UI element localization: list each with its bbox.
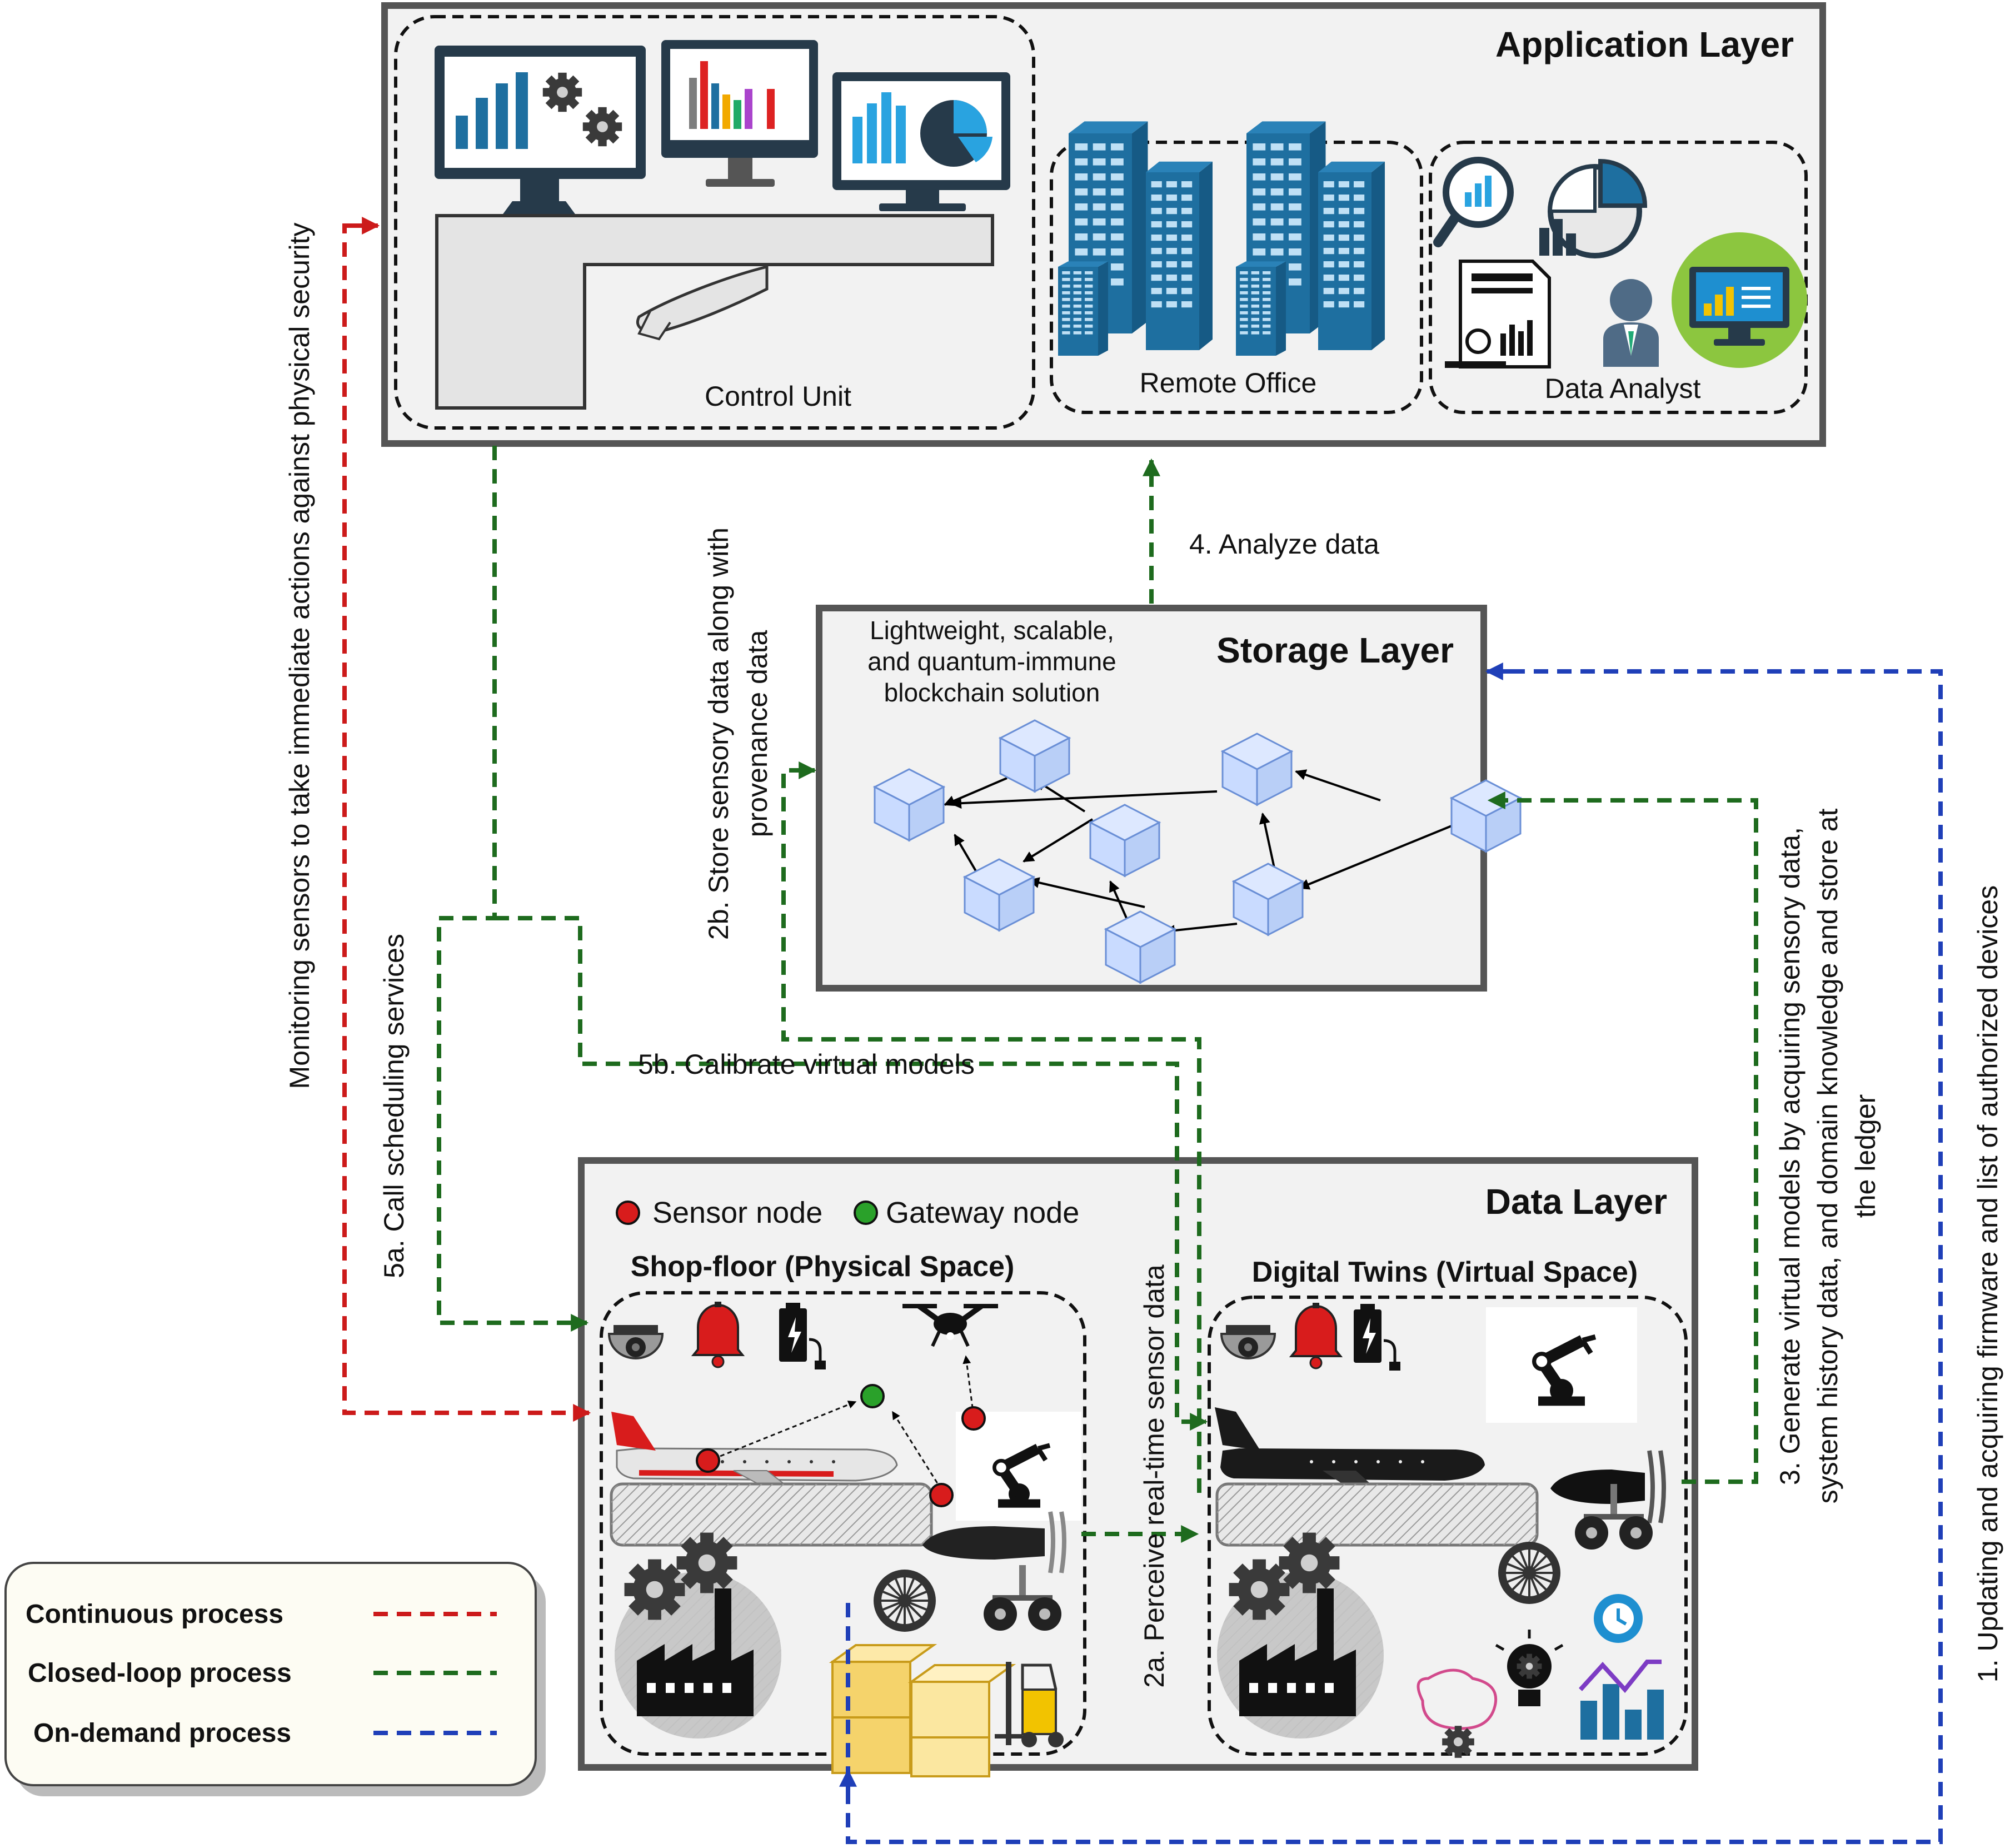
analyst-dashboard-icon: [1672, 232, 1807, 368]
gateway-node-marker: [854, 1201, 878, 1225]
control-unit-monitor-3: [832, 72, 1010, 211]
remote-office-group: Remote Office: [1050, 121, 1423, 414]
conveyor-belt-icon: [610, 1482, 933, 1547]
control-unit-group: Control Unit: [394, 15, 1035, 430]
conveyor-belt-icon: [1215, 1482, 1539, 1547]
sensor-node-marker: [616, 1201, 640, 1225]
analyst-avatar: [1603, 279, 1659, 367]
remote-office-label: Remote Office: [1140, 367, 1317, 399]
application-layer-title: Application Layer: [1495, 24, 1794, 64]
forklift-icon: [995, 1662, 1064, 1747]
perceive-label: 2a. Perceive real-time sensor data: [1139, 1264, 1170, 1688]
generate-label-2: system history data, and domain knowledg…: [1812, 809, 1843, 1504]
legend-closed-loop-label: Closed-loop process: [28, 1658, 292, 1688]
gateway-node: [860, 1384, 885, 1408]
control-unit-desk: [435, 214, 994, 410]
idea-bulb-icon: [1495, 1630, 1564, 1706]
storage-description-line-1: Lightweight, scalable,: [870, 616, 1114, 645]
call-scheduling-label: 5a. Call scheduling services: [378, 934, 410, 1278]
storage-layer: Storage Layer Lightweight, scalable, and…: [816, 605, 1522, 992]
ai-brain-icon: [1417, 1668, 1498, 1758]
robot-arm-icon: [1486, 1307, 1637, 1423]
monitoring-flow: [342, 223, 591, 1422]
storage-boxes-icon: [829, 1644, 1016, 1777]
report-document-icon: [1445, 260, 1551, 368]
call-scheduling-flow: [437, 446, 589, 1332]
control-unit-label: Control Unit: [705, 381, 851, 412]
store-sensory-label-1: 2b. Store sensory data along with: [703, 527, 734, 940]
generate-label-3: the ledger: [1850, 1094, 1881, 1218]
sensor-node: [696, 1448, 720, 1473]
process-legend: Continuous process Closed-loop process O…: [4, 1562, 546, 1796]
data-layer-title: Data Layer: [1485, 1182, 1667, 1222]
data-layer: Data Layer Sensor node Gateway node Shop…: [578, 1157, 1698, 1777]
flow-arrows: [342, 217, 1943, 1844]
engine-part-icon: [1550, 1450, 1666, 1523]
updating-label: 1. Updating and acquiring firmware and l…: [1972, 885, 2003, 1682]
magnifier-icon: [1433, 157, 1514, 247]
physical-space-title: Shop-floor (Physical Space): [631, 1251, 1015, 1283]
calibrate-label: 5b. Calibrate virtual models: [638, 1049, 975, 1080]
node-legend: Sensor node Gateway node: [616, 1196, 1079, 1229]
storage-description: Lightweight, scalable, and quantum-immun…: [867, 616, 1116, 707]
blockchain-graph: [874, 719, 1522, 984]
control-unit-monitor-1: [435, 46, 646, 218]
analytics-chart-icon: [1579, 1594, 1664, 1740]
physical-space-group: [600, 1291, 1086, 1777]
store-sensory-flow: [781, 761, 1201, 1493]
monitoring-label: Monitoring sensors to take immediate act…: [284, 222, 315, 1089]
generate-flow: [1487, 791, 1758, 1484]
application-layer: Application Layer: [381, 2, 1826, 447]
blockchain-links: [944, 769, 1452, 937]
store-sensory-label-2: provenance data: [742, 630, 773, 838]
storage-layer-title: Storage Layer: [1216, 630, 1454, 670]
calibrate-flow: [495, 916, 1208, 1431]
storage-description-line-2: and quantum-immune: [867, 647, 1116, 676]
gateway-node-label: Gateway node: [886, 1196, 1079, 1229]
flow-labels: Monitoring sensors to take immediate act…: [284, 222, 2003, 1687]
storage-description-line-3: blockchain solution: [884, 678, 1100, 707]
analyze-label: 4. Analyze data: [1189, 529, 1379, 560]
sensor-node: [961, 1406, 986, 1431]
legend-continuous-label: Continuous process: [26, 1600, 283, 1629]
sensor-node: [929, 1483, 954, 1507]
virtual-space-title: Digital Twins (Virtual Space): [1252, 1256, 1638, 1288]
control-unit-monitor-2: [661, 40, 818, 187]
data-analyst-group: Data Analyst: [1429, 141, 1808, 414]
pie-chart-icon: [1539, 158, 1648, 258]
generate-label-1: 3. Generate virtual models by acquiring …: [1774, 827, 1806, 1485]
airplane-icon: [611, 1412, 898, 1501]
engine-part-icon: [922, 1511, 1066, 1573]
turbine-icon: [872, 1568, 937, 1633]
updating-flow: [846, 669, 1943, 1844]
virtual-space-group: [1208, 1296, 1688, 1758]
turbine-icon: [1497, 1541, 1562, 1605]
data-analyst-label: Data Analyst: [1545, 373, 1701, 404]
sensor-network: [696, 1355, 986, 1507]
sensor-node-label: Sensor node: [652, 1196, 822, 1229]
legend-on-demand-label: On-demand process: [33, 1719, 291, 1748]
